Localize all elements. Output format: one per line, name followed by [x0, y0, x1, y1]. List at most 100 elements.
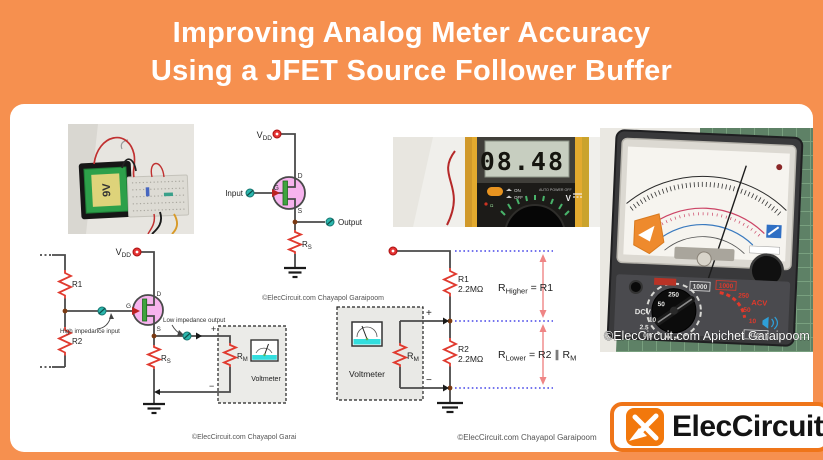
multiplier-label: X10k [743, 329, 769, 341]
rlower-span-arrow [539, 324, 547, 385]
dmm-illustration: 08.48 ON OFF AUTO POWER OFF Ω V [393, 137, 589, 227]
dc-symbol-icon [573, 193, 582, 198]
wires [397, 250, 451, 403]
resistor-rm [221, 343, 239, 367]
wires [40, 251, 231, 404]
source-label: S [298, 208, 303, 215]
acv-range-labels: 1000 250 ACV 50 10 [715, 280, 767, 325]
dcv-label: DCV [635, 307, 651, 317]
gate-arrow [132, 307, 140, 315]
resistor-rm [391, 343, 409, 367]
rs-label: RS [161, 354, 171, 365]
on-arrow-icon [506, 188, 512, 191]
rm-label: RM [237, 352, 248, 363]
node-dot [292, 219, 298, 225]
dcv-range-labels: 1000 250 50 DCV 10 2.5 0.5 [635, 280, 711, 340]
r2-label: R2 [72, 337, 83, 346]
volts-dc-label: V [566, 194, 572, 203]
eleccircuit-logo: ElecCircuit [610, 402, 823, 452]
title-line-2: Using a JFET Source Follower Buffer [150, 54, 673, 87]
ohms-symbol: Ω [490, 203, 494, 208]
off-arrow-icon [506, 195, 512, 198]
minus-sign: − [426, 375, 432, 386]
r1-label: R1 [458, 274, 469, 284]
gate-label: G [274, 185, 279, 192]
input-label: Input [225, 189, 244, 198]
voltmeter-label: Voltmeter [251, 376, 281, 383]
gate-arrow [272, 189, 280, 197]
acv-1000: 1000 [719, 283, 734, 291]
acv-50: 50 [743, 307, 751, 314]
breadboard-illustration: 9V [68, 124, 190, 234]
ground-symbol [437, 401, 463, 414]
input-jack [628, 279, 643, 294]
source-label: S [157, 326, 162, 333]
vdd-label: VDD [116, 247, 132, 259]
source-node-dot [151, 333, 157, 339]
thumb-knob [750, 254, 783, 287]
logo-text: ElecCircuit [672, 410, 823, 443]
battery-label: 9V [101, 182, 114, 197]
resistor-r1 [441, 268, 459, 297]
plus-arrow [443, 317, 449, 325]
off-label: OFF [514, 195, 523, 200]
voltmeter-icon [250, 339, 279, 362]
gate-label: G [126, 303, 131, 310]
mid-node-dot [447, 318, 453, 324]
on-label: ON [514, 188, 521, 193]
output-terminal [325, 217, 335, 227]
vdd-terminal [132, 247, 142, 257]
acv-250: 250 [738, 292, 750, 299]
resistor-rs [286, 230, 304, 254]
breadboard [126, 174, 190, 218]
adjust-screw [696, 251, 712, 267]
divider-node-dot [62, 308, 68, 314]
plus-sign: + [211, 324, 216, 334]
source-terminal [388, 246, 398, 256]
lcd-screen [484, 140, 570, 178]
title-line-1: Improving Analog Meter Accuracy [172, 16, 651, 49]
gate-connector [97, 306, 107, 316]
svg-text:X10k: X10k [749, 333, 764, 340]
high-impedance-note: High impedance input [60, 328, 120, 335]
serial-box [749, 245, 781, 255]
drain-label: D [298, 173, 303, 180]
input-terminal [245, 188, 255, 198]
jumper-wires [93, 136, 179, 234]
drain-label: D [157, 291, 162, 298]
schematic-source-follower: VDD D S G Input Output RS [225, 129, 384, 302]
acv-label: ACV [751, 298, 767, 308]
dial-face [623, 146, 790, 262]
continuity-icon [762, 316, 779, 330]
rotary-dial [505, 204, 565, 227]
resistor-r2 [56, 327, 74, 356]
current-arrow-left [154, 389, 160, 395]
blue-logo [766, 224, 782, 239]
title-band: Improving Analog Meter Accuracy Using a … [0, 0, 823, 104]
output-connector [182, 331, 192, 341]
copyright-divider: ©ElecCircuit.com Chayapol Garaipoom [457, 433, 597, 442]
cursor-arrow [629, 428, 647, 441]
output-label: Output [338, 218, 363, 227]
lcd-reading: 08.48 [480, 147, 565, 176]
rlower-equation: RLower = R2 ∥ RM [498, 349, 576, 363]
minus-arrow [443, 384, 449, 392]
resistor-r2 [441, 338, 459, 367]
dcv-50: 50 [657, 301, 665, 308]
copyright-analog-photo: ©ElecCircuit.com Apichet Garaipoom [604, 329, 810, 343]
schematic-divider-circuit: R1 2.2MΩ R2 2.2MΩ + − RM Voltmeter [336, 246, 597, 442]
meter-needle [701, 165, 747, 297]
battery-holder: 9V [78, 160, 134, 220]
current-arrow-right [196, 332, 202, 340]
rhigher-span-arrow [539, 254, 547, 318]
rhigher-equation: RHigher = R1 [498, 282, 553, 296]
schematic-buffer-circuit: VDD R1 R2 D S G High impedance input Low… [40, 247, 296, 441]
analog-multimeter-photo: 1000 250 50 DCV 10 2.5 0.5 1000 250 ACV … [600, 128, 813, 352]
dcv-250: 250 [668, 291, 680, 298]
jfet-symbol [132, 294, 164, 336]
r1-label: R1 [72, 280, 83, 289]
red-label [653, 277, 677, 286]
rs-label: RS [302, 240, 312, 251]
zero-adjust-dot [776, 164, 783, 171]
